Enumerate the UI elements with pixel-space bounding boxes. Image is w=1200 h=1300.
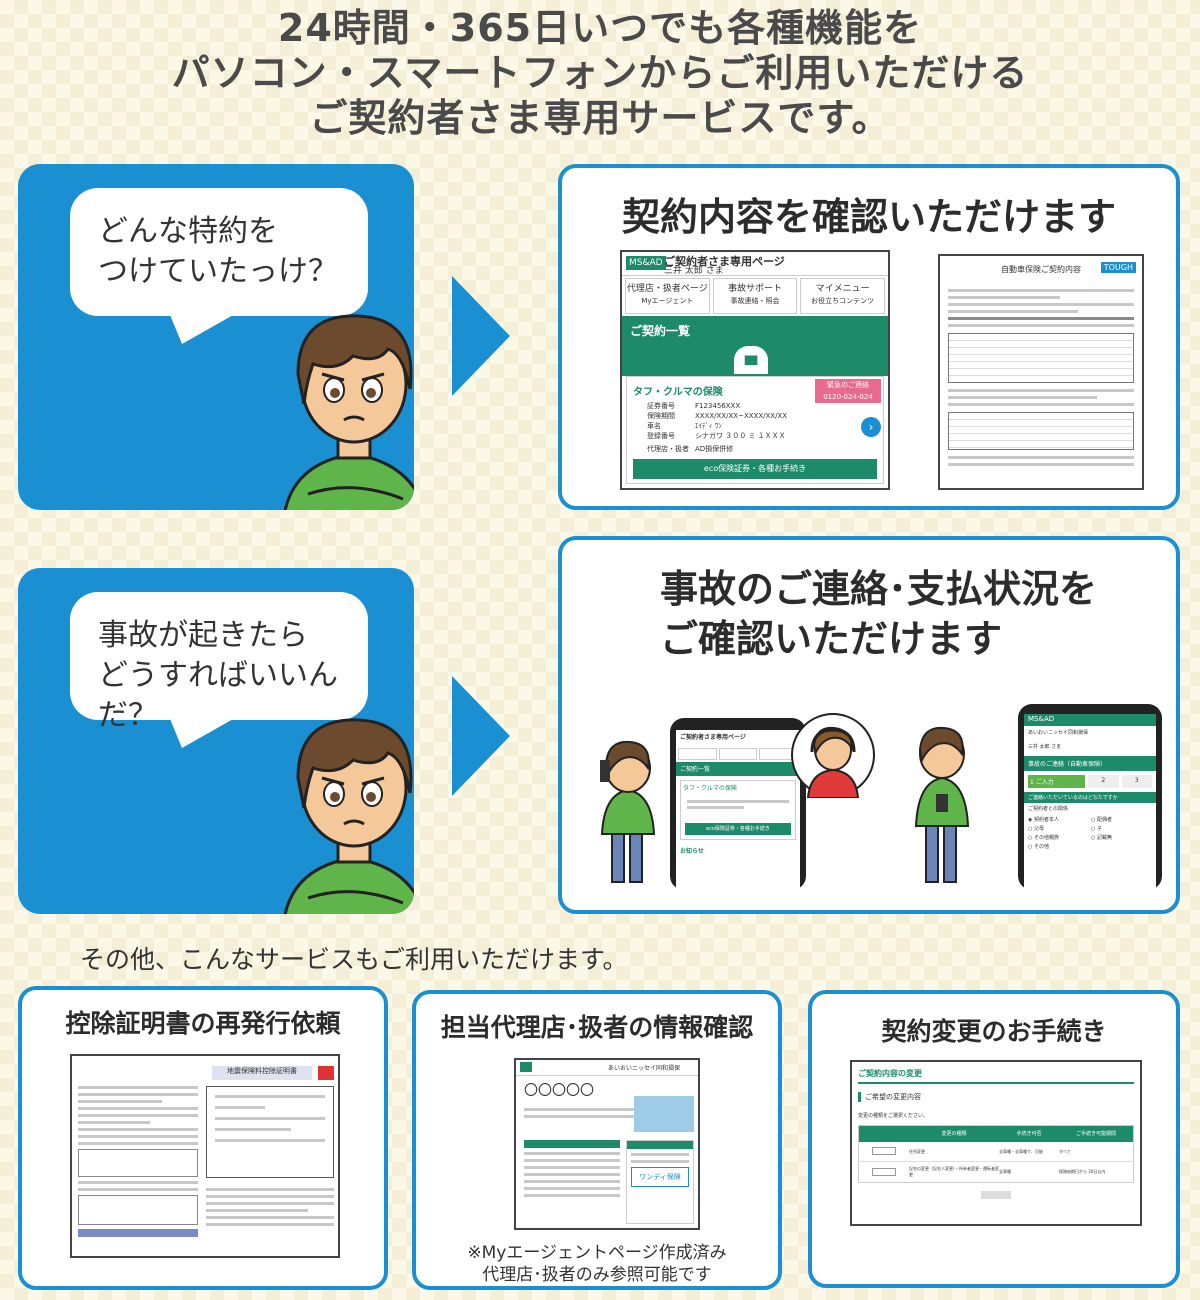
card-agency-info: 担当代理店･扱者の情報確認 あいおいニッセイ同和損保 〇〇〇〇〇 ワンディ保険 … xyxy=(412,990,782,1290)
eco-certificate-button[interactable]: eco保険証券・各種お手続き xyxy=(633,459,877,479)
note-line-2: 代理店･扱者のみ参照可能です xyxy=(482,1265,712,1285)
contract-list-screenshot: MS&AD ご契約者さま専用ページ 三井 太郎 さま 代理店・扱者ページ Myエ… xyxy=(620,250,890,490)
option-other[interactable]: ○ その他 xyxy=(1028,844,1049,850)
headline: 24時間・365日いつでも各種機能を パソコン・スマートフォンからご利用いただけ… xyxy=(0,6,1200,141)
bubble-line-1: 事故が起きたら xyxy=(98,618,308,653)
headline-line-3: ご契約者さま専用サービスです。 xyxy=(309,96,891,140)
document-title: 自動車保険ご契約内容 xyxy=(1001,265,1081,274)
option-none[interactable]: ○ 記載無 xyxy=(1091,835,1112,841)
man-holding-phone-illustration xyxy=(914,726,970,883)
headline-line-2: パソコン・スマートフォンからご利用いただける xyxy=(171,51,1029,95)
chevron-right-icon[interactable]: › xyxy=(861,417,881,437)
bubble-line-1: どんな特約を xyxy=(98,214,278,249)
arrow-right-icon xyxy=(452,676,510,796)
arrow-right-icon xyxy=(452,276,510,396)
smartphone-contract: ご契約者さま専用ページ ご契約一覧 タフ・クルマの保険 eco保険証券・各種お手… xyxy=(670,718,806,890)
step-1: 1 ご入力 xyxy=(1028,775,1085,788)
option-child[interactable]: ○ 子 xyxy=(1091,826,1102,832)
speech-bubble: どんな特約を つけていたっけ？ xyxy=(70,188,368,316)
smartphone-accident-report: MS&AD あいおいニッセイ同和損保 三井 太郎 さま 事故のご連絡（自動車保険… xyxy=(1018,704,1162,890)
bubble-line-2: どうすればいいんだ？ xyxy=(98,658,338,733)
next-button[interactable] xyxy=(981,1191,1011,1199)
tough-logo: TOUGH xyxy=(1100,262,1136,273)
note-line-1: ※Myエージェントページ作成済み xyxy=(467,1243,727,1263)
contract-change-screenshot: ご契約内容の変更 ご希望の変更内容 変更の種類をご選択ください。 変更の種類 手… xyxy=(850,1060,1142,1226)
worried-man-illustration xyxy=(283,314,414,510)
speech-panel-accident: 事故が起きたら どうすればいいんだ？ xyxy=(18,568,414,914)
contract-list-header: ご契約一覧 xyxy=(622,316,888,346)
step-2: 2 xyxy=(1088,775,1119,788)
agency-name: 〇〇〇〇〇 xyxy=(524,1083,594,1099)
brand-banner[interactable]: ワンディ保険 xyxy=(631,1167,689,1187)
option-relative[interactable]: ○ その他親族 xyxy=(1028,835,1059,841)
card-title: 契約内容を確認いただけます xyxy=(621,195,1116,239)
card-title-line-2: ご確認いただけます xyxy=(660,617,1003,661)
agency-info-screenshot: あいおいニッセイ同和損保 〇〇〇〇〇 ワンディ保険 xyxy=(514,1058,700,1230)
select-button[interactable] xyxy=(872,1167,896,1176)
user-name: 三井 太郎 さま xyxy=(664,266,724,276)
card-title: 控除証明書の再発行依頼 xyxy=(65,1009,341,1038)
screen-title: ご契約内容の変更 xyxy=(858,1068,1134,1084)
section-title: ご希望の変更内容 xyxy=(858,1092,1134,1102)
operator-headset-icon xyxy=(791,713,875,798)
msad-logo: MS&AD xyxy=(626,256,666,270)
car-icon[interactable]: ▄ xyxy=(734,346,768,374)
option-spouse[interactable]: ○ 配偶者 xyxy=(1091,817,1112,823)
card-contract-details: 契約内容を確認いただけます MS&AD ご契約者さま専用ページ 三井 太郎 さま… xyxy=(558,164,1180,510)
bubble-tail xyxy=(168,310,242,344)
man-on-phone-illustration xyxy=(600,740,656,883)
worried-man-illustration xyxy=(283,718,414,914)
product-name: タフ・クルマの保険 xyxy=(633,387,723,398)
bubble-tail xyxy=(168,714,242,748)
certificate-screenshot: 地震保険料控除証明書 xyxy=(70,1054,340,1258)
card-accident-report: 事故のご連絡･支払状況を ご確認いただけます ご契約者さま専用ページ ご契約一覧… xyxy=(558,536,1180,914)
speech-bubble: 事故が起きたら どうすればいいんだ？ xyxy=(70,592,368,733)
other-services-intro: その他、こんなサービスもご利用いただけます。 xyxy=(80,945,628,974)
step-3: 3 xyxy=(1121,775,1152,788)
card-title-line-1: 事故のご連絡･支払状況を xyxy=(660,567,1098,611)
accident-report-header: 事故のご連絡（自動車保険） xyxy=(1024,756,1156,771)
card-title: 担当代理店･扱者の情報確認 xyxy=(440,1013,754,1042)
menu-my-menu[interactable]: マイメニュー お役立ちコンテンツ xyxy=(800,278,886,314)
menu-accident-support[interactable]: 事故サポート 事故連絡・照会 xyxy=(712,278,798,314)
option-parent[interactable]: ○ 父母 xyxy=(1028,826,1044,832)
headline-line-1: 24時間・365日いつでも各種機能を xyxy=(277,6,923,50)
select-button[interactable] xyxy=(872,1147,896,1155)
speech-panel-contract: どんな特約を つけていたっけ？ xyxy=(18,164,414,510)
option-policyholder[interactable]: ◉ 契約者本人 xyxy=(1028,817,1059,823)
card-deduction-certificate: 控除証明書の再発行依頼 地震保険料控除証明書 xyxy=(18,986,388,1290)
card-contract-change: 契約変更のお手続き ご契約内容の変更 ご希望の変更内容 変更の種類をご選択くださ… xyxy=(808,990,1180,1288)
bubble-line-2: つけていたっけ？ xyxy=(98,254,338,289)
emergency-contact-badge[interactable]: 緊急のご連絡 0120-024-024 xyxy=(815,379,881,403)
certificate-title: 地震保険料控除証明書 xyxy=(212,1066,312,1080)
menu-agent[interactable]: 代理店・扱者ページ Myエージェント xyxy=(625,278,710,314)
page-title: ご契約者さま専用ページ xyxy=(664,255,785,268)
contract-document-screenshot: 自動車保険ご契約内容 TOUGH xyxy=(938,254,1144,490)
card-title: 契約変更のお手続き xyxy=(881,1017,1107,1046)
